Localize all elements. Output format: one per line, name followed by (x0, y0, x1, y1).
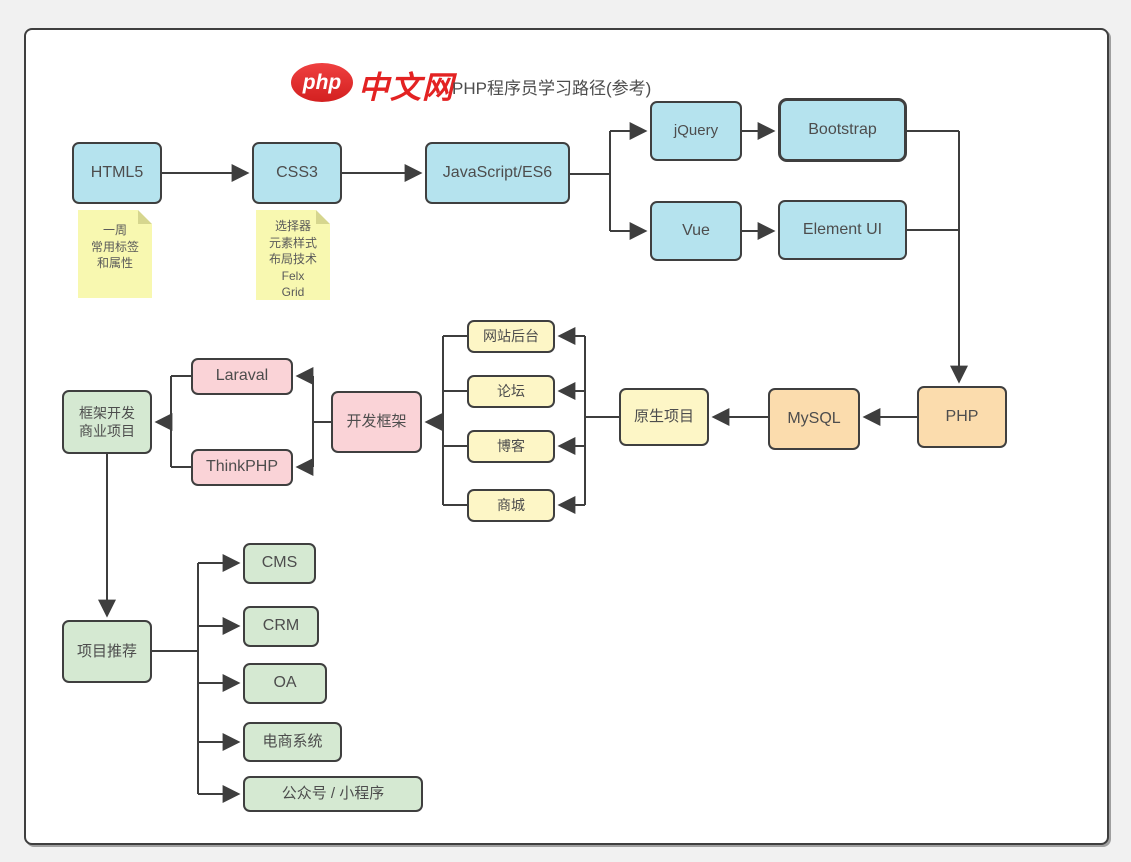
note-line: 常用标签 (90, 239, 139, 254)
node-oa: OA (243, 663, 327, 704)
node-element-ui: Element UI (778, 200, 907, 260)
node-framework-biz-project: 框架开发 商业项目 (62, 390, 152, 454)
php-logo-icon: php (291, 63, 353, 102)
css3-note: 选择器 元素样式 布局技术 Felx Grid (256, 210, 330, 300)
node-jquery: jQuery (650, 101, 742, 161)
node-javascript-es6: JavaScript/ES6 (425, 142, 570, 204)
note-line: Grid (281, 285, 305, 300)
node-ecommerce: 电商系统 (243, 722, 342, 762)
node-vue: Vue (650, 201, 742, 261)
node-css3: CSS3 (252, 142, 342, 204)
note-line: 选择器 (274, 219, 311, 233)
node-bootstrap: Bootstrap (778, 98, 907, 162)
node-laraval: Laraval (191, 358, 293, 395)
node-cms: CMS (243, 543, 316, 584)
node-forum: 论坛 (467, 375, 555, 408)
note-line: 元素样式 (268, 235, 317, 250)
node-project-recommend: 项目推荐 (62, 620, 152, 683)
node-php: PHP (917, 386, 1007, 448)
node-native-project: 原生项目 (619, 388, 709, 446)
node-html5: HTML5 (72, 142, 162, 204)
note-line: 布局技术 (268, 252, 317, 267)
node-site-admin: 网站后台 (467, 320, 555, 353)
note-line: 一周 (102, 223, 127, 237)
node-blog: 博客 (467, 430, 555, 463)
note-line: Felx (281, 268, 305, 283)
php-logo-text: php (302, 70, 342, 94)
logo-cn-text: 中文网 (358, 70, 454, 105)
node-official-miniprogram: 公众号 / 小程序 (243, 776, 423, 812)
node-mysql: MySQL (768, 388, 860, 450)
html5-note: 一周 常用标签 和属性 (78, 210, 152, 298)
node-crm: CRM (243, 606, 319, 647)
note-line: 和属性 (96, 256, 133, 271)
page-title: PHP程序员学习路径(参考) (452, 79, 652, 98)
node-mall: 商城 (467, 489, 555, 522)
node-dev-framework: 开发框架 (331, 391, 422, 453)
node-thinkphp: ThinkPHP (191, 449, 293, 486)
